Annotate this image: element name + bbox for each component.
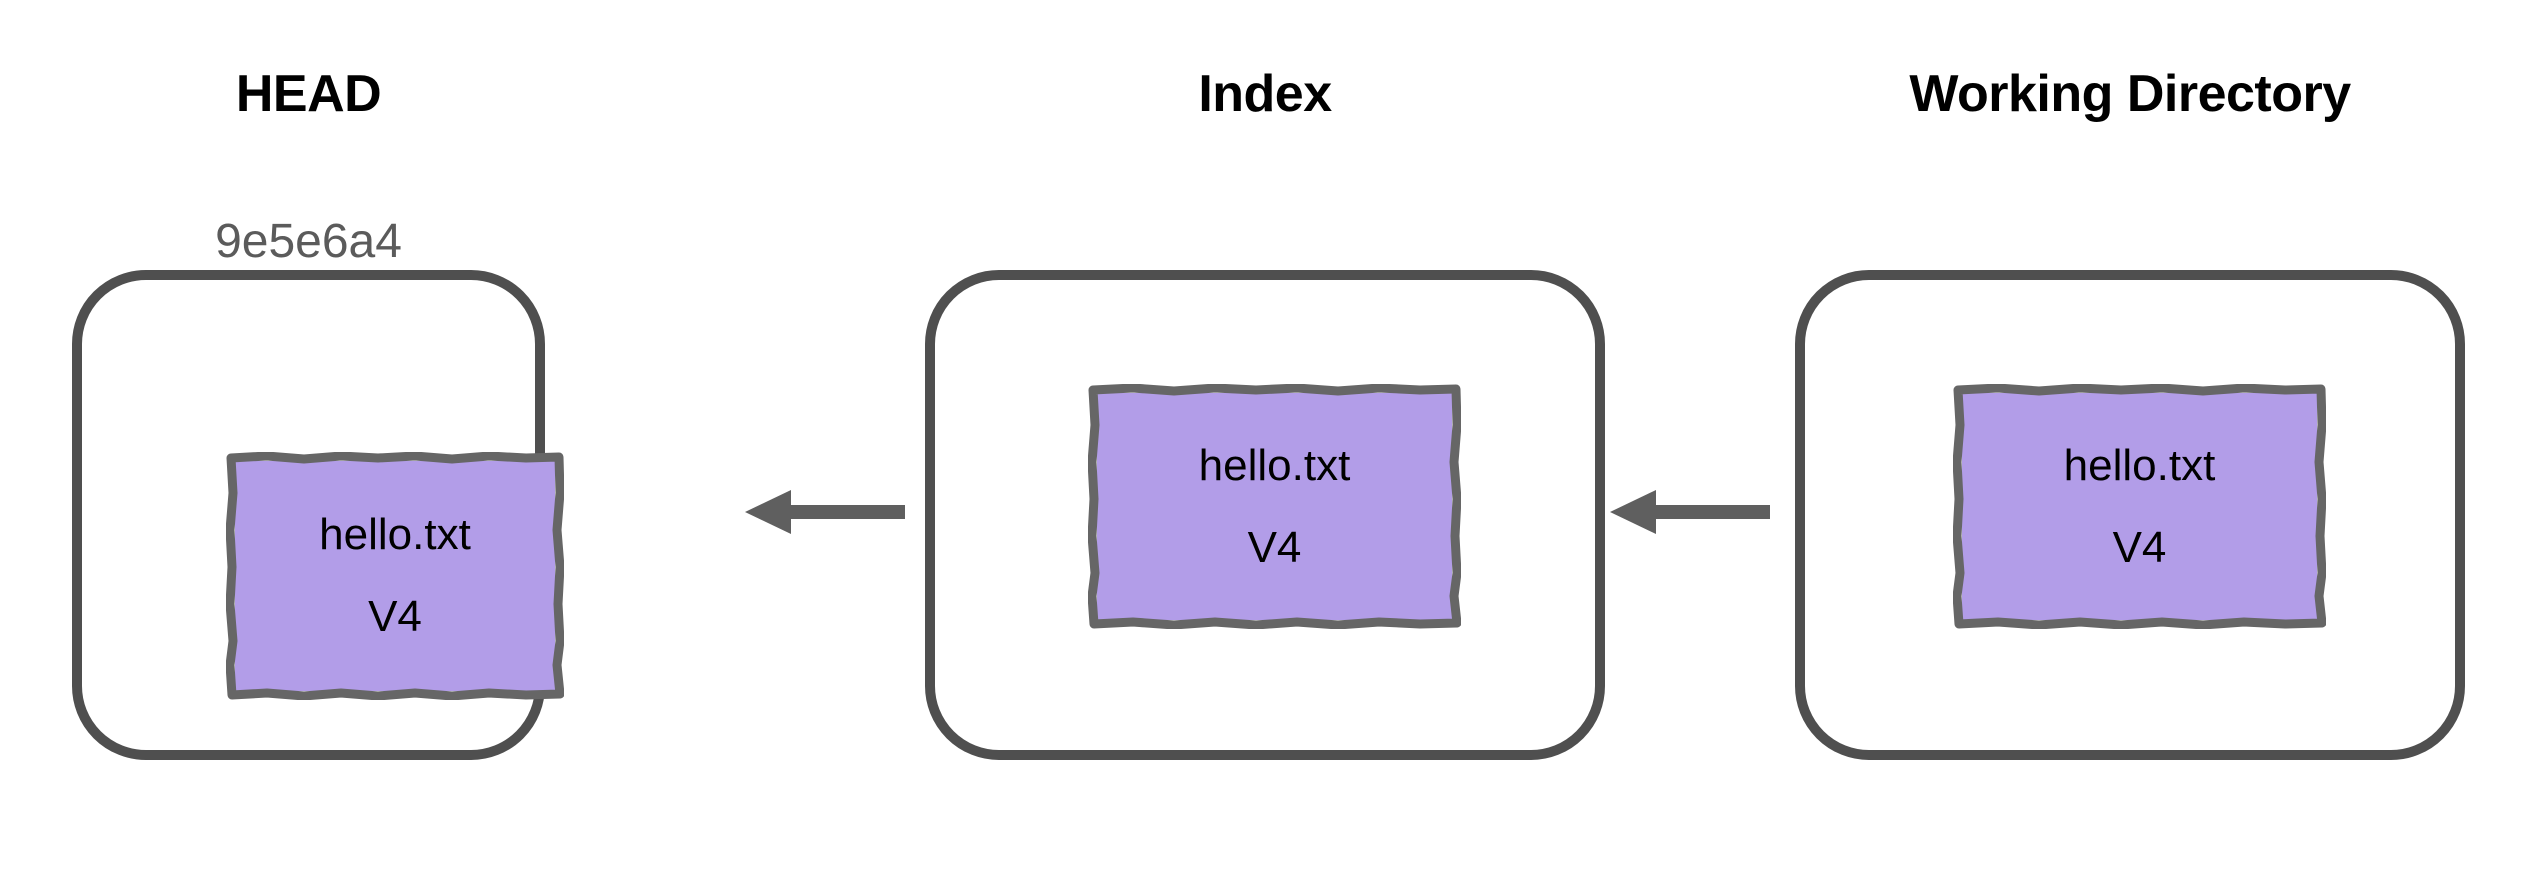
head-container: 9e5e6a4 hello.txt V4 xyxy=(72,218,564,760)
working-directory-file-blob: hello.txt V4 xyxy=(1953,384,2326,629)
arrow-index-to-head xyxy=(745,490,905,534)
head-file-version: V4 xyxy=(368,592,422,641)
head-column-label: HEAD xyxy=(235,65,382,123)
index-file-blob: hello.txt V4 xyxy=(1088,384,1461,629)
head-file-blob: hello.txt V4 xyxy=(226,452,564,700)
head-file-name: hello.txt xyxy=(319,510,471,559)
working-directory-file-name: hello.txt xyxy=(2063,440,2216,490)
index-file-version: V4 xyxy=(1247,522,1302,572)
working-directory-column-label: Working Directory xyxy=(1909,65,2351,123)
index-column-label: Index xyxy=(1198,65,1332,123)
rough-border-index xyxy=(1088,384,1461,629)
rough-border-head xyxy=(226,452,564,700)
arrow-working-directory-to-index xyxy=(1610,490,1770,534)
head-commit-hash: 9e5e6a4 xyxy=(215,215,402,268)
working-directory-file-version: V4 xyxy=(2112,522,2167,572)
index-file-name: hello.txt xyxy=(1198,440,1351,490)
index-container: hello.txt V4 xyxy=(925,270,1605,760)
rough-border-working-directory xyxy=(1953,384,2326,629)
working-directory-container: hello.txt V4 xyxy=(1795,270,2465,760)
